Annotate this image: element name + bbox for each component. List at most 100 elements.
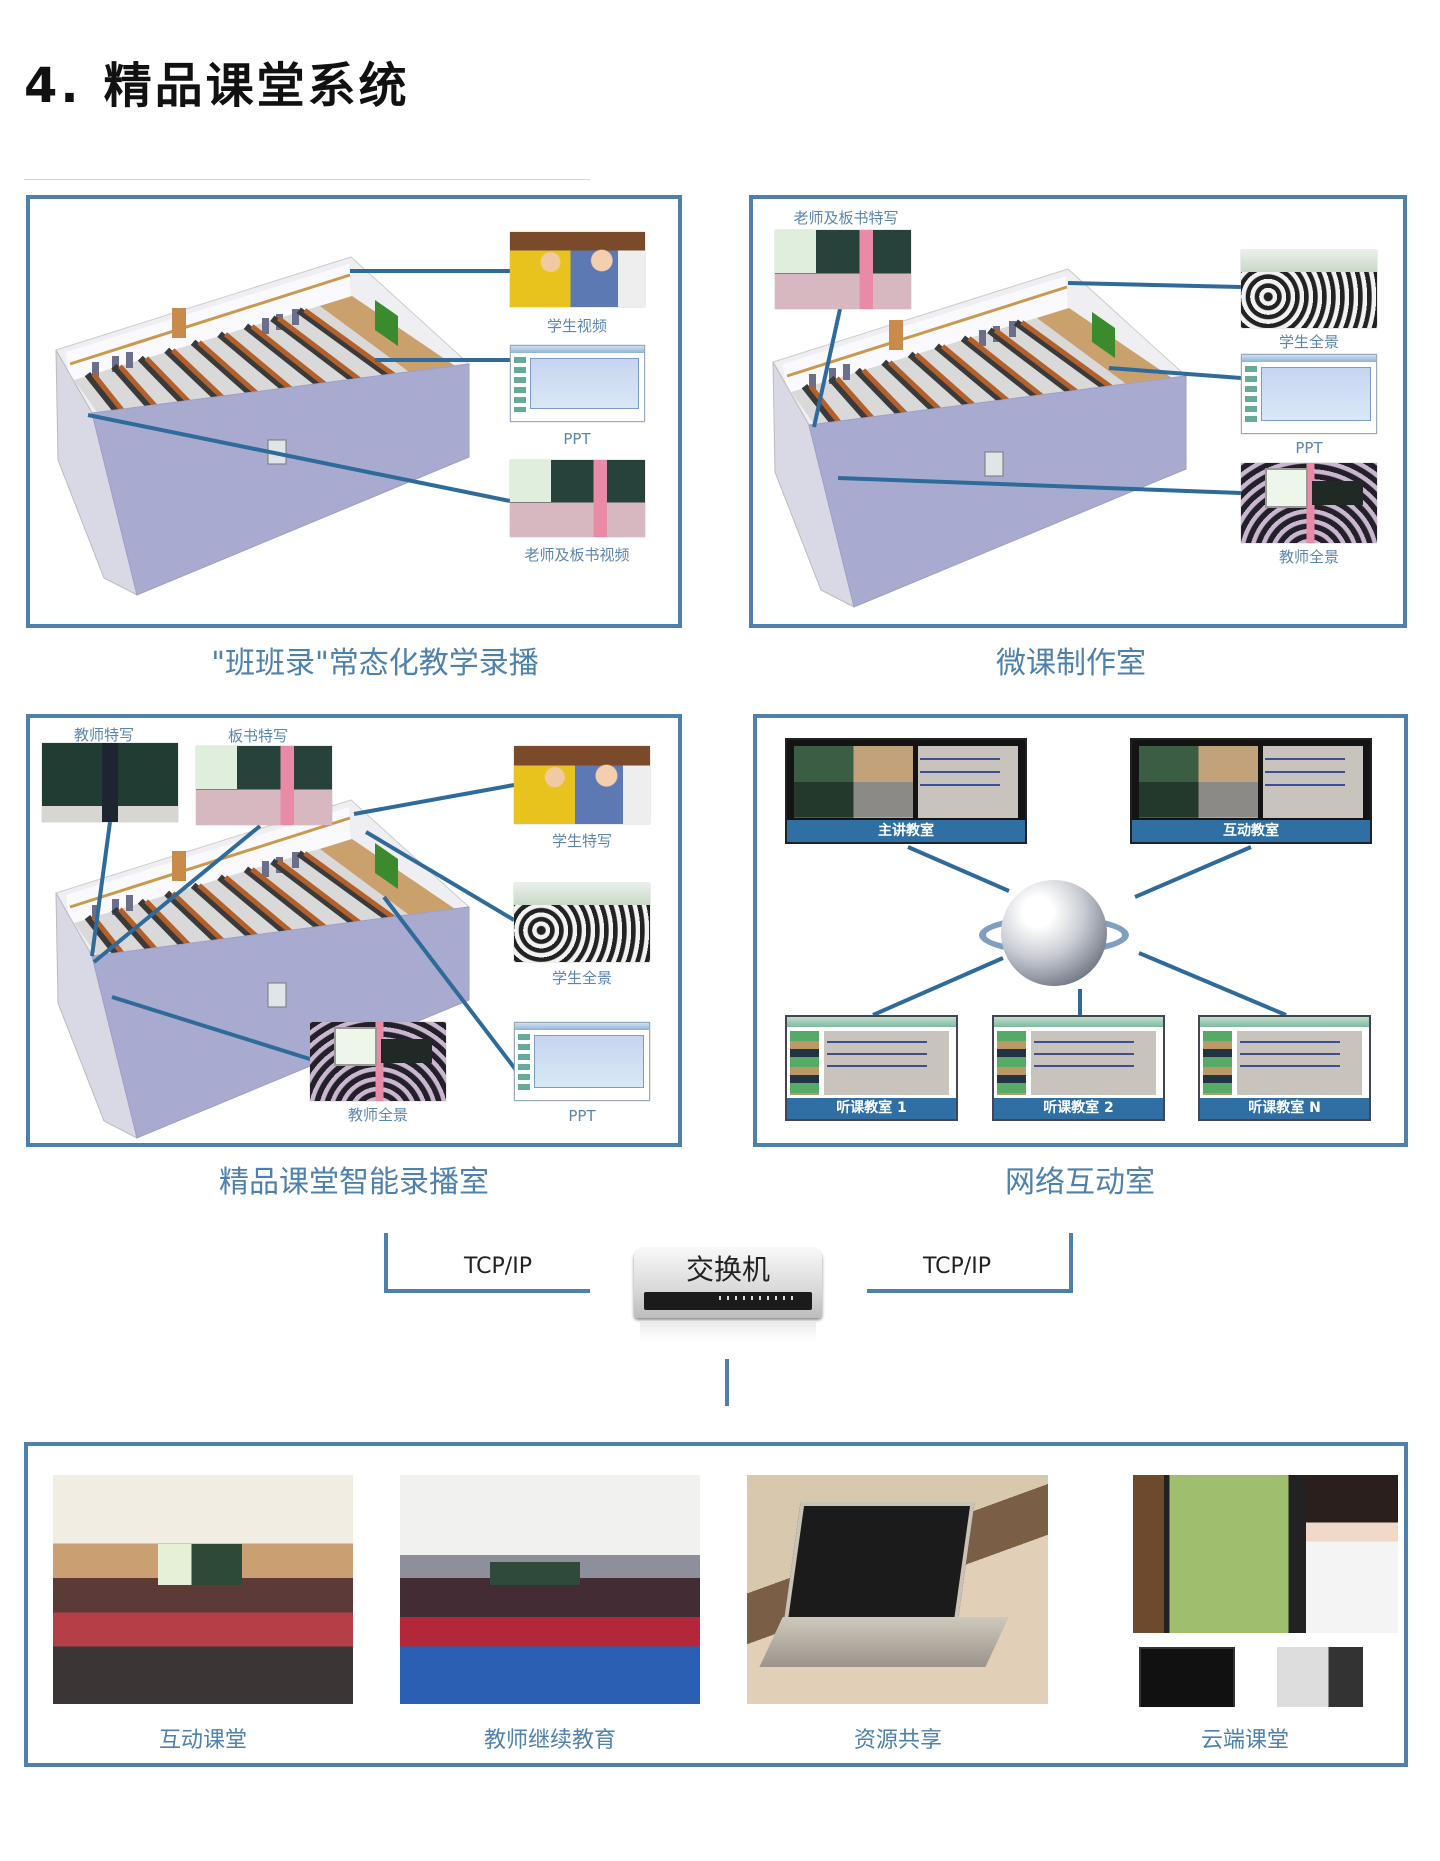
panel-caption: 微课制作室 <box>996 646 1146 681</box>
connector-left <box>384 1233 590 1293</box>
room-label: 听课教室 1 <box>787 1098 956 1119</box>
desk-row <box>993 328 1085 399</box>
blackboard <box>375 300 398 346</box>
desk-row <box>250 867 335 936</box>
thumb-label: PPT <box>1295 439 1323 457</box>
window <box>267 982 287 1008</box>
section-number: 4. <box>24 58 82 114</box>
thumb-teacher-panorama <box>1241 463 1377 543</box>
application-label: 教师继续教育 <box>483 1728 617 1753</box>
thumb-label: 学生特写 <box>551 832 613 850</box>
thumb-teacher-closeup <box>42 743 178 822</box>
thumb-label: 教师全景 <box>347 1106 409 1124</box>
thumb-student-closeup <box>514 746 650 824</box>
wall-poster <box>1009 321 1016 337</box>
wall-poster <box>979 330 986 346</box>
blackboard <box>1092 312 1115 358</box>
seat-row <box>987 327 1079 400</box>
left-wall <box>55 892 138 1139</box>
thumb-ppt <box>514 1022 650 1101</box>
thumb-label: 板书特写 <box>227 727 289 745</box>
divider <box>24 179 590 180</box>
window <box>984 451 1004 477</box>
classroom-3d <box>772 268 1188 608</box>
wall-poster <box>262 318 269 334</box>
thumb-label: 教师特写 <box>73 726 135 744</box>
panel-caption: 精品课堂智能录播室 <box>219 1165 489 1200</box>
room-label: 主讲教室 <box>787 820 1025 842</box>
switch-label: 交换机 <box>685 1253 770 1286</box>
seat-row <box>270 858 362 931</box>
page-title: 4. 精品课堂系统 <box>24 46 410 116</box>
thumb-teacher-panorama <box>310 1022 446 1101</box>
room-label: 听课教室 2 <box>994 1098 1163 1119</box>
section-title: 精品课堂系统 <box>103 58 410 114</box>
classroom-3d <box>55 256 471 596</box>
photo-interactive-class <box>53 1475 353 1704</box>
thumb-label: 老师及板书特写 <box>793 209 899 227</box>
wall-poster <box>843 364 850 380</box>
thumb-teacher-board-video <box>510 460 645 537</box>
room-label: 互动教室 <box>1132 820 1370 842</box>
door <box>889 320 903 350</box>
seat-row <box>1013 319 1112 394</box>
thumb-ppt <box>1241 354 1377 434</box>
desk-row <box>276 859 368 930</box>
desk-row <box>276 316 368 387</box>
room-listening-1: 听课教室 1 <box>785 1015 958 1121</box>
room-listening-n: 听课教室 N <box>1198 1015 1371 1121</box>
panel-caption: 网络互动室 <box>1005 1165 1155 1200</box>
room-main-lecture: 主讲教室 <box>785 738 1027 844</box>
thumb-label: 老师及板书视频 <box>524 546 630 564</box>
thumb-label: PPT <box>568 1107 596 1125</box>
wall-poster <box>92 362 99 378</box>
photo-cloud-class <box>1110 1475 1398 1707</box>
seat-row <box>296 307 395 382</box>
seat-row <box>243 323 329 394</box>
thumb-student-panorama <box>1241 250 1377 328</box>
protocol-label-left: TCP/IP <box>464 1254 532 1279</box>
back-wall <box>783 276 1068 396</box>
desk-row <box>940 344 1019 411</box>
desk-row <box>223 332 302 399</box>
back-wall <box>66 264 351 384</box>
wall-poster <box>292 309 299 325</box>
connector-right <box>867 1233 1073 1293</box>
seat-row <box>217 331 296 399</box>
wall-rail <box>69 273 351 366</box>
application-label: 互动课堂 <box>158 1728 248 1753</box>
desk-row <box>303 308 401 381</box>
wall-poster <box>292 852 299 868</box>
window <box>267 439 287 465</box>
photo-resource-sharing <box>747 1475 1048 1704</box>
desk-row <box>967 336 1052 405</box>
panel-caption: "班班录"常态化教学录播 <box>211 646 539 681</box>
thumb-label: 学生全景 <box>551 969 613 987</box>
wall-poster <box>126 352 133 368</box>
thumb-board-closeup <box>196 746 332 825</box>
thumb-label: PPT <box>563 430 591 448</box>
wall-poster <box>126 895 133 911</box>
door <box>172 851 186 881</box>
connector-down <box>725 1359 729 1406</box>
network-switch: 交换机 <box>634 1248 822 1344</box>
desk-row <box>250 324 335 393</box>
protocol-label-right: TCP/IP <box>923 1254 991 1279</box>
photo-teacher-education <box>400 1475 700 1704</box>
wall-poster <box>262 861 269 877</box>
wall-poster <box>112 356 119 372</box>
room-interactive: 互动教室 <box>1130 738 1372 844</box>
thumb-teacher-board-closeup <box>775 230 911 309</box>
application-label: 资源共享 <box>853 1728 943 1753</box>
seat-row <box>934 343 1013 411</box>
room-listening-2: 听课教室 2 <box>992 1015 1165 1121</box>
room-label: 听课教室 N <box>1200 1098 1369 1119</box>
thumb-label: 学生全景 <box>1278 333 1340 351</box>
thumb-ppt <box>510 345 645 422</box>
left-wall <box>772 361 855 608</box>
seat-row <box>270 315 362 388</box>
door <box>172 308 186 338</box>
thumb-label: 教师全景 <box>1278 548 1340 566</box>
desk-row <box>1020 320 1118 393</box>
